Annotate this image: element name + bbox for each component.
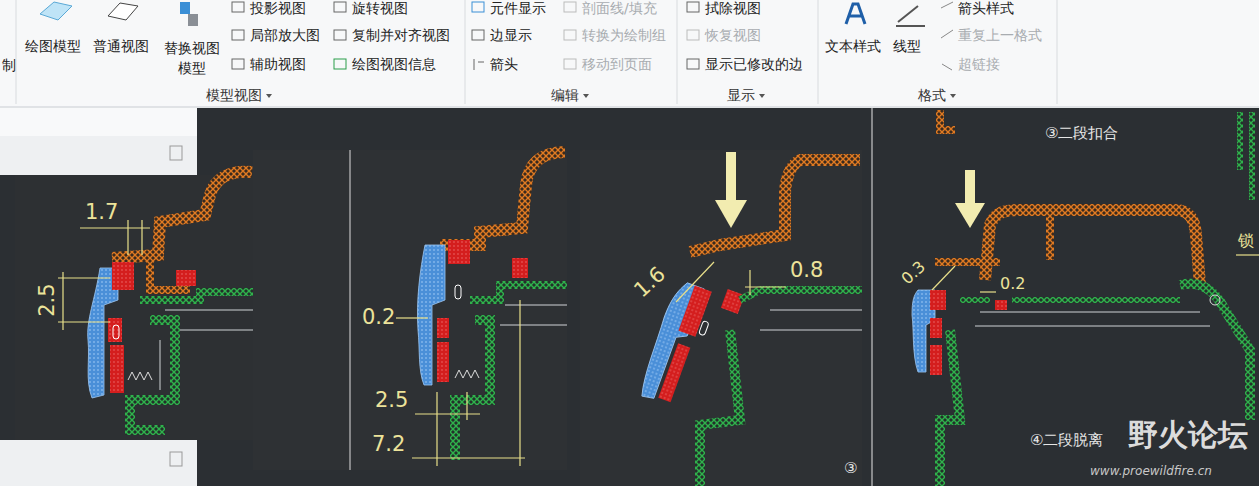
button-label-disabled: 转换为绘制组 [582, 27, 666, 43]
button-label: 箭头样式 [958, 0, 1014, 16]
button-label-disabled: 剖面线/填充 [582, 0, 657, 16]
note: 锁 [1238, 232, 1254, 250]
dimension: 2.5 [35, 283, 59, 316]
watermark: 野火论坛 [1128, 418, 1248, 453]
dimension: 7.2 [372, 432, 405, 456]
button-label: 绘图视图信息 [352, 56, 436, 72]
dimension: 2.5 [375, 388, 408, 412]
button-label: 辅助视图 [250, 56, 306, 72]
dimension: 1.7 [85, 200, 118, 224]
dimension: 0.2 [1000, 275, 1025, 293]
button-label: 文本样式 [825, 38, 881, 54]
watermark-url: www.proewildfire.cn [1090, 465, 1212, 479]
button-label: 旋转视图 [352, 0, 408, 16]
dimension: 0.8 [790, 258, 823, 282]
button-label: 普通视图 [93, 38, 149, 54]
button-label: 替换视图 模型 [157, 38, 227, 78]
step-caption: ④二段脱离 [1030, 432, 1103, 449]
button-label-disabled: 重复上一格式 [958, 27, 1042, 43]
ribbon-label: 制 [2, 57, 16, 73]
button-label-disabled: 移动到页面 [582, 56, 652, 72]
group-label: 格式 [918, 87, 946, 103]
button-label-disabled: 超链接 [958, 56, 1000, 72]
button-label: 元件显示 [490, 0, 546, 16]
step-number: ③ [844, 460, 857, 477]
button-label: 投影视图 [250, 0, 306, 16]
button-label: 边显示 [490, 27, 532, 43]
button-label: 显示已修改的边 [705, 56, 803, 72]
button-label: 复制并对齐视图 [352, 27, 450, 43]
button-label: 线型 [893, 38, 921, 54]
group-label: 编辑 [551, 87, 579, 103]
button-label: 局部放大图 [250, 27, 320, 43]
button-label: 拭除视图 [705, 0, 761, 16]
step-caption: ③二段扣合 [1045, 125, 1118, 142]
button-label: 绘图模型 [25, 38, 81, 54]
button-label: 箭头 [490, 56, 518, 72]
dimension: 0.2 [362, 305, 395, 329]
group-label: 模型视图 [206, 87, 262, 103]
button-label-disabled: 恢复视图 [705, 27, 761, 43]
group-label: 显示 [727, 87, 755, 103]
